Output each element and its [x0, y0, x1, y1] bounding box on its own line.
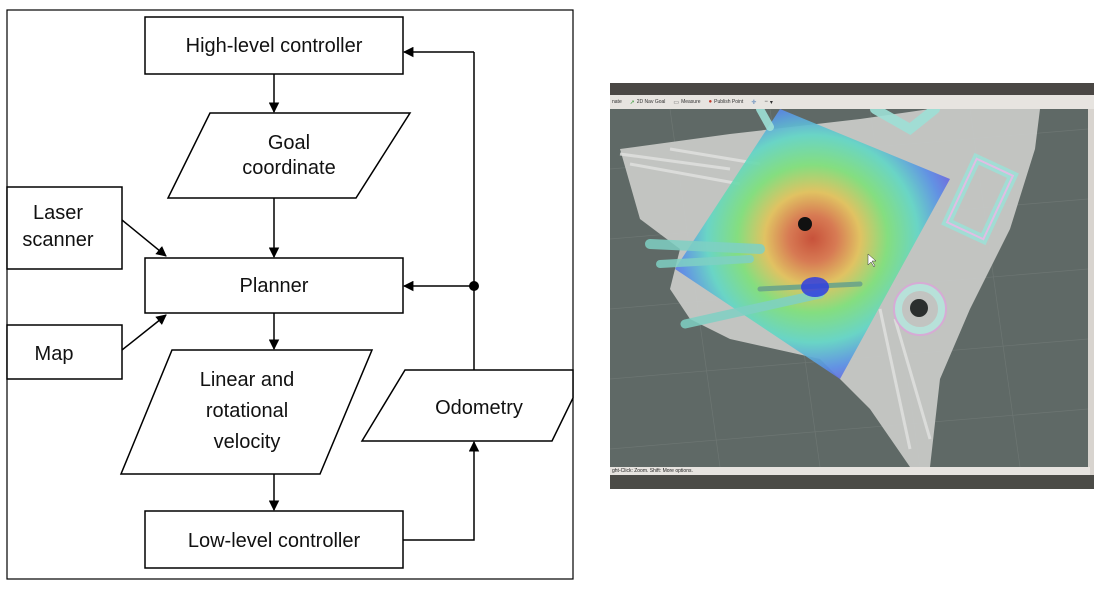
- velocity-label-line-3: velocity: [214, 431, 281, 453]
- laser-label-line-2: scanner: [22, 229, 93, 251]
- arrow-map-to-planner: [121, 314, 167, 351]
- goal-label-line-2: coordinate: [242, 157, 335, 179]
- high-level-controller-box: High-level controller: [144, 16, 404, 75]
- map-pin-icon: ●: [708, 99, 713, 105]
- interact-tool-label: nate: [612, 99, 622, 105]
- robot-footprint: [801, 277, 829, 297]
- obstacle-cells: [910, 299, 928, 317]
- nav-goal-arrow-icon: ➚: [629, 99, 635, 106]
- robot-marker: [798, 217, 812, 231]
- mouse-cursor-icon: [867, 253, 877, 268]
- rviz-title-strip: [610, 83, 1094, 95]
- nav-goal-tool-label: 2D Nav Goal: [636, 99, 666, 105]
- odometry-box: Odometry: [360, 369, 574, 442]
- publish-point-tool[interactable]: ● Publish Point: [709, 99, 744, 105]
- planner-label: Planner: [240, 275, 309, 297]
- arrow-low-level-to-odometry: [403, 440, 480, 541]
- low-level-controller-box: Low-level controller: [144, 510, 404, 569]
- velocity-label-line-2: rotational: [206, 400, 288, 422]
- rviz-window: nate ➚ 2D Nav Goal ▭ Measure ● Publish P…: [610, 83, 1094, 489]
- measure-tool-label: Measure: [681, 99, 701, 105]
- publish-point-tool-label: Publish Point: [714, 99, 744, 105]
- velocity-box: Linear and rotational velocity: [119, 349, 374, 475]
- chevron-down-icon: ▾: [769, 99, 773, 106]
- toolbar-overflow-menu[interactable]: − ▾: [764, 99, 773, 106]
- laser-scanner-box: Laser scanner: [6, 186, 123, 270]
- inflated-obstacles: [645, 109, 1019, 336]
- high-level-controller-label: High-level controller: [186, 35, 363, 57]
- nav-goal-tool[interactable]: ➚ 2D Nav Goal: [630, 99, 666, 106]
- laser-label-line-1: Laser: [33, 202, 83, 224]
- map-box: Map: [6, 324, 123, 380]
- measure-tool[interactable]: ▭ Measure: [673, 99, 700, 106]
- control-flowchart: High-level controller Goal coordinate La…: [6, 9, 574, 580]
- planner-box: Planner: [144, 257, 404, 314]
- goal-coordinate-box: Goal coordinate: [166, 112, 412, 199]
- feedback-junction-dot: [469, 281, 479, 291]
- rviz-status-bar: ght-Click: Zoom. Shift: More options.: [610, 467, 1090, 475]
- minus-icon: −: [764, 99, 768, 105]
- laser-streaks: [619, 147, 932, 450]
- arrow-laser-to-planner: [121, 219, 167, 257]
- rviz-3d-viewport[interactable]: [610, 109, 1088, 467]
- rviz-bottom-strip: [610, 475, 1094, 489]
- odometry-label: Odometry: [435, 397, 523, 419]
- low-level-controller-label: Low-level controller: [188, 530, 361, 552]
- rviz-right-scrollbar[interactable]: [1088, 109, 1094, 475]
- interact-tool[interactable]: nate: [612, 99, 622, 105]
- status-text: ght-Click: Zoom. Shift: More options.: [612, 468, 693, 474]
- velocity-label-line-1: Linear and: [200, 369, 295, 391]
- crosshair-icon: ✛: [751, 99, 757, 106]
- move-camera-tool[interactable]: ✛: [751, 99, 756, 106]
- goal-label-line-1: Goal: [268, 132, 310, 154]
- rviz-toolbar: nate ➚ 2D Nav Goal ▭ Measure ● Publish P…: [610, 95, 1094, 109]
- map-label: Map: [35, 343, 74, 365]
- ruler-icon: ▭: [673, 99, 680, 106]
